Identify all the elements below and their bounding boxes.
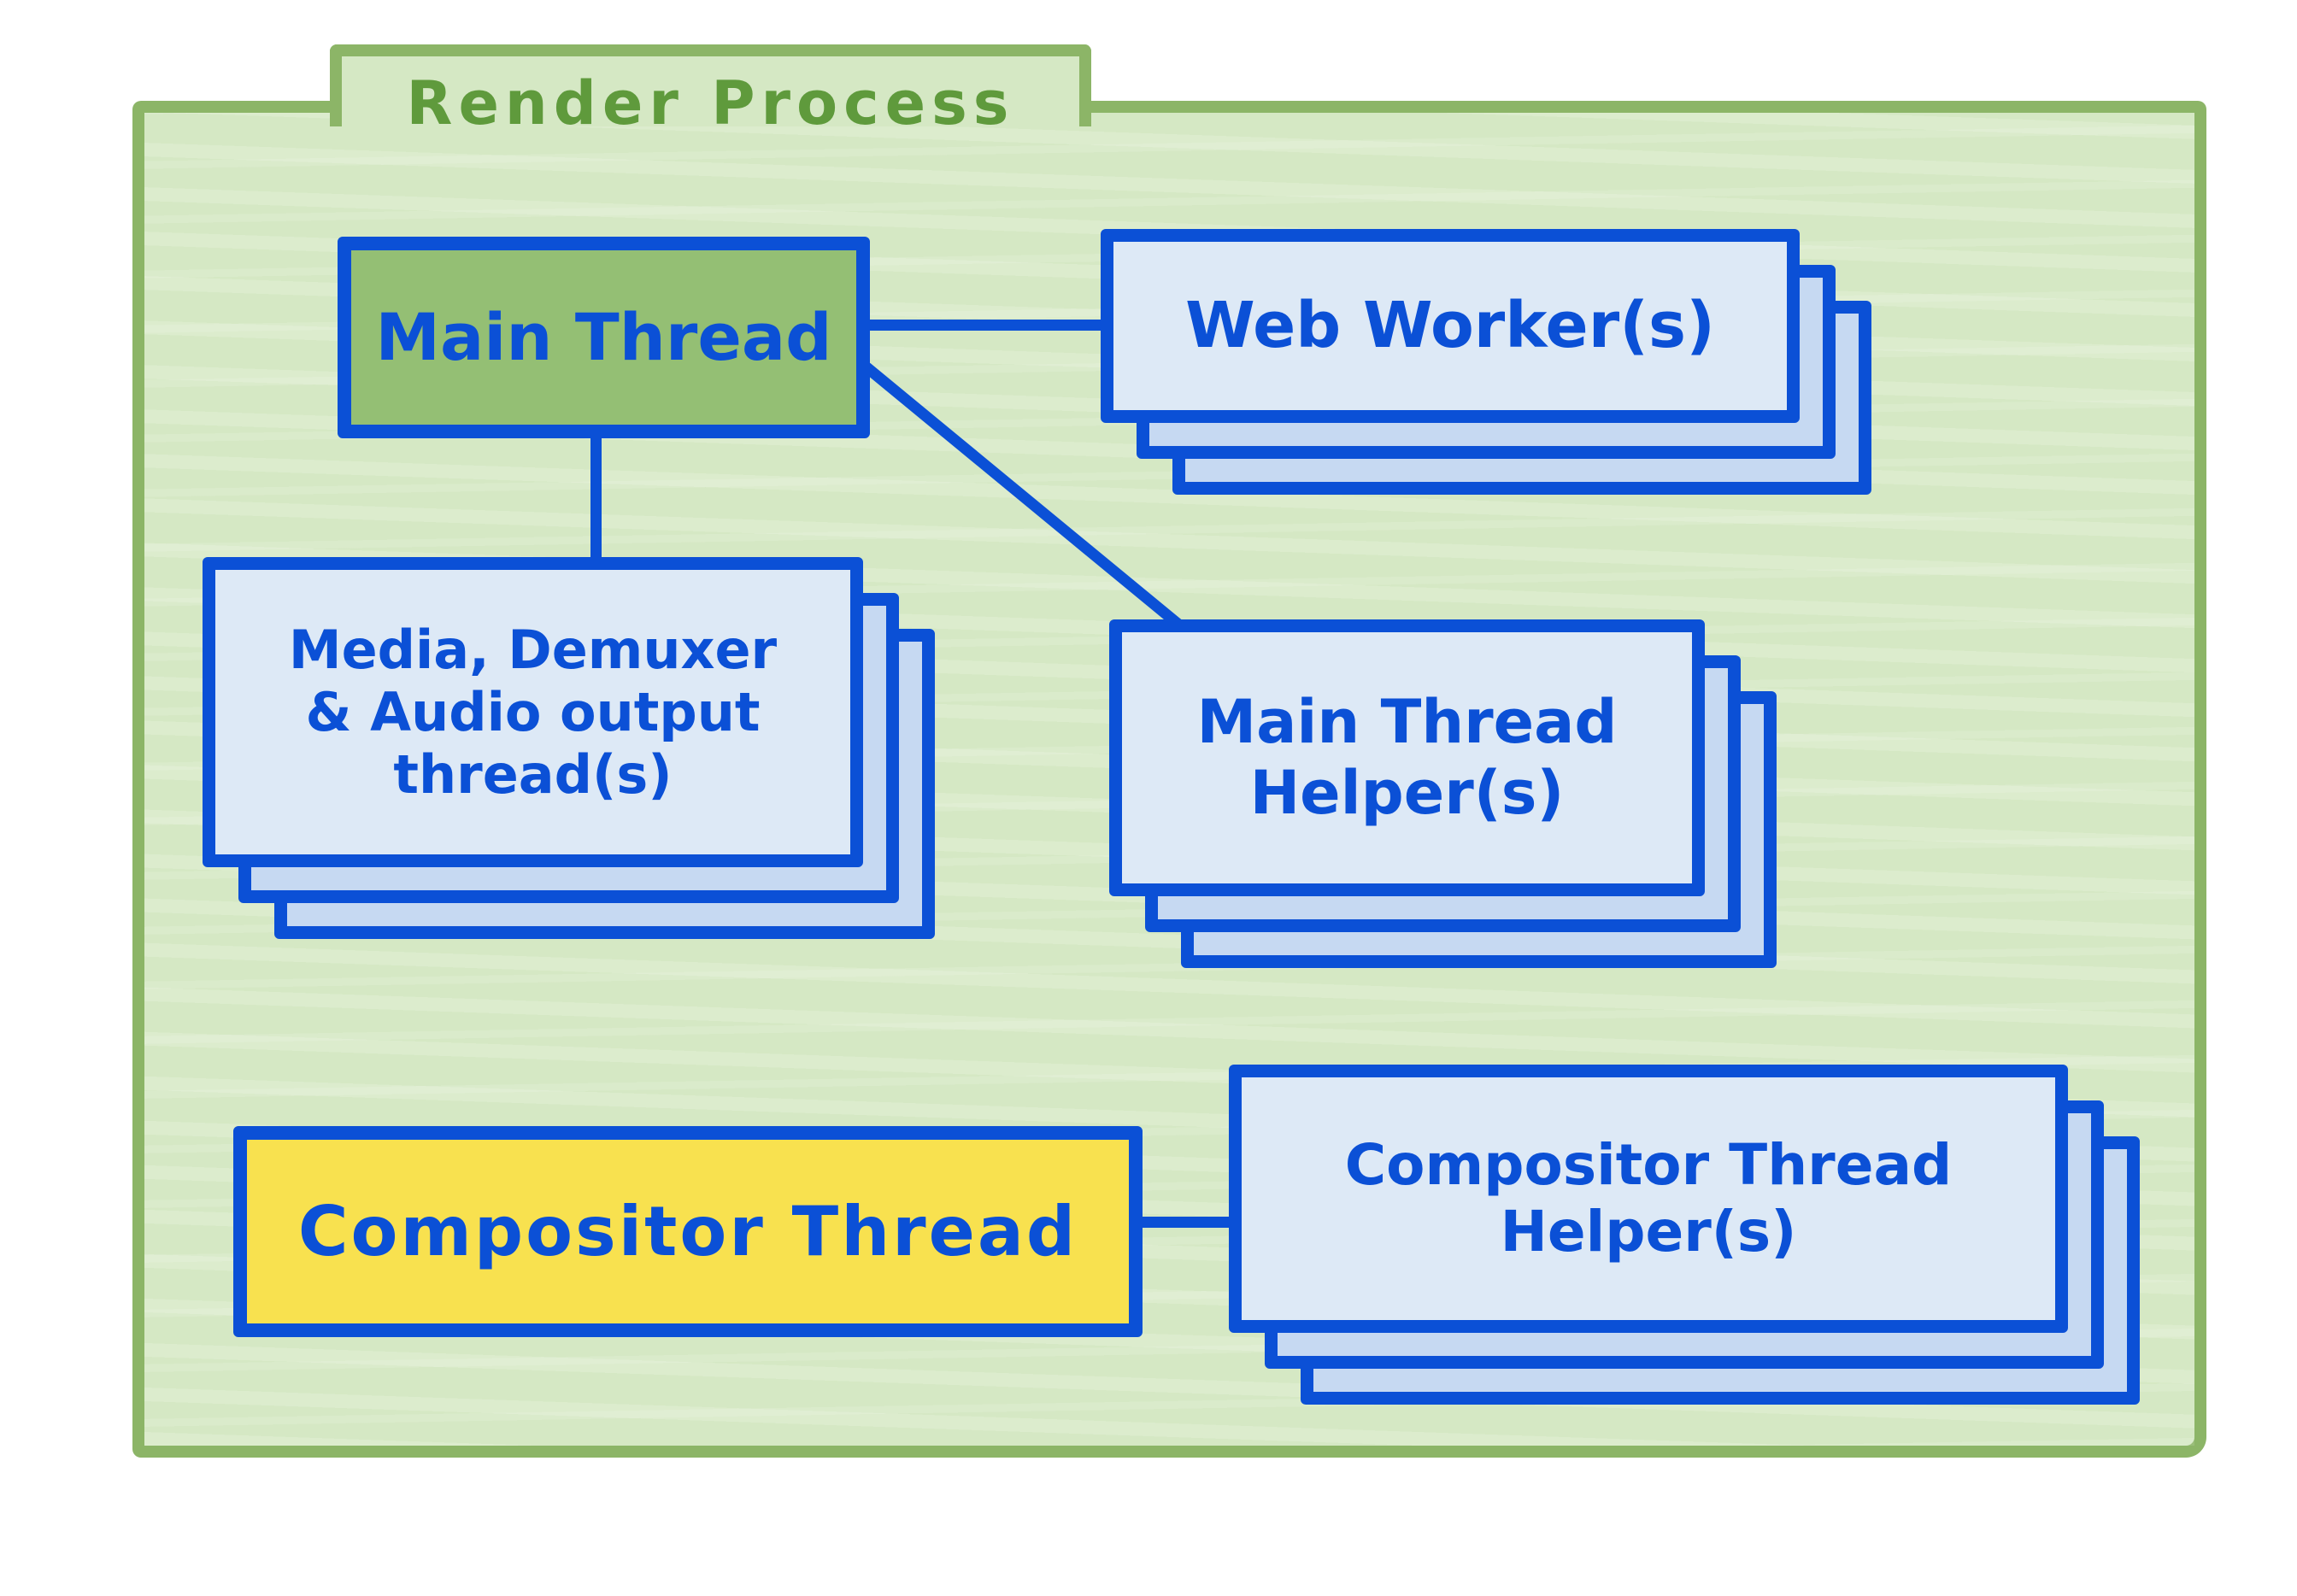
compositor-helpers-card-front: Compositor Thread Helper(s) — [1229, 1065, 2068, 1333]
diagram-title: Render Process — [406, 68, 1015, 138]
media-threads-card-front: Media, Demuxer & Audio output thread(s) — [203, 557, 863, 867]
media-threads-label-line-3: thread(s) — [393, 743, 673, 807]
node-main-thread: Main Thread — [338, 237, 870, 438]
compositor-helpers-label-line-2: Helper(s) — [1500, 1199, 1797, 1264]
connector-compositor-to-helpers — [1137, 1217, 1235, 1228]
media-threads-label-line-1: Media, Demuxer — [288, 618, 778, 681]
compositor-thread-label: Compositor Thread — [297, 1191, 1078, 1271]
main-thread-label: Main Thread — [375, 299, 832, 376]
media-threads-label-line-2: & Audio output — [305, 680, 761, 743]
web-workers-label: Web Worker(s) — [1185, 288, 1715, 362]
main-thread-helpers-card-front: Main Thread Helper(s) — [1109, 619, 1705, 896]
node-compositor-thread: Compositor Thread — [233, 1126, 1143, 1337]
main-thread-helpers-label-line-1: Main Thread — [1196, 687, 1618, 758]
connector-main-to-web-workers — [859, 320, 1108, 331]
web-workers-card-front: Web Worker(s) — [1101, 229, 1800, 423]
connector-main-to-media-threads — [590, 427, 602, 568]
compositor-helpers-label-line-1: Compositor Thread — [1344, 1132, 1953, 1199]
folder-tab: Render Process — [330, 44, 1091, 138]
main-thread-helpers-label-line-2: Helper(s) — [1249, 758, 1565, 828]
